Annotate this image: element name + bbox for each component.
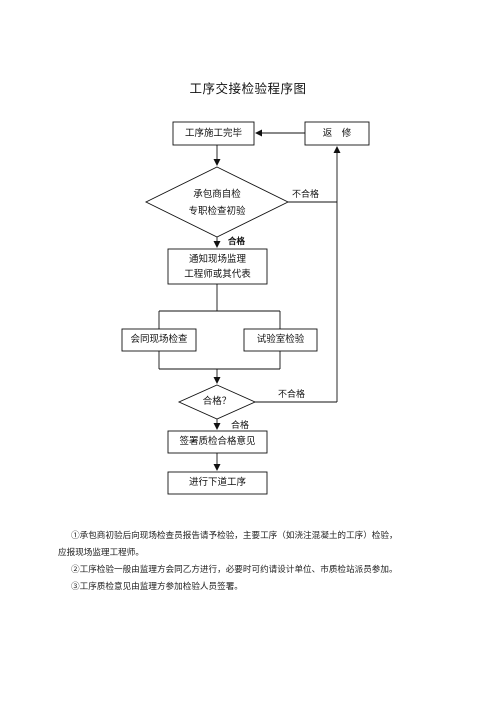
box-sign (167, 430, 268, 454)
node-self-check-line2: 专职检查初验 (188, 206, 246, 217)
node-notify-line2: 工程师或其代表 (184, 269, 251, 280)
node-sign-label: 签署质检合格意见 (179, 436, 256, 447)
edge-fail-1-label: 不合格 (292, 190, 320, 200)
node-next-label: 进行下道工序 (188, 477, 246, 488)
edge-pass-2-label: 合格 (231, 421, 250, 431)
box-next (167, 471, 268, 495)
node-self-check-line1: 承包商自检 (193, 189, 241, 200)
node-notify-line1: 通知现场监理 (188, 254, 246, 265)
box-complete (172, 121, 255, 146)
diamond-self-check (144, 166, 290, 238)
node-lab-test-label: 试验室检验 (256, 334, 305, 345)
note-1a: ①承包商初验后向现场检查员报告请予检验，主要工序（如浇注混凝土的工序）检验， (71, 531, 398, 541)
node-joint-inspection-label: 会同现场检查 (130, 334, 188, 345)
note-2: ②工序检验一般由监理方会同乙方进行，必要时可约请设计单位、市质检站派员参加。 (71, 565, 398, 575)
notes: ①承包商初验后向现场检查员报告请予检验，主要工序（如浇注混凝土的工序）检验， 应… (58, 528, 455, 596)
edge-pass-1-label: 合格 (228, 237, 246, 247)
box-lab-test (243, 328, 318, 352)
note-3: ③工序质检意见由监理方参加检验人员签署。 (71, 582, 243, 592)
box-rework (304, 121, 370, 146)
node-complete-label: 工序施工完毕 (184, 128, 242, 139)
box-notify (167, 248, 268, 285)
page-title: 工序交接检验程序图 (189, 81, 307, 96)
node-rework-label: 返 修 (322, 128, 352, 139)
node-qualified-label: 合格？ (202, 396, 232, 407)
edge-fail-2-label: 不合格 (278, 390, 306, 400)
note-1b: 应报现场监理工程师。 (58, 548, 144, 558)
